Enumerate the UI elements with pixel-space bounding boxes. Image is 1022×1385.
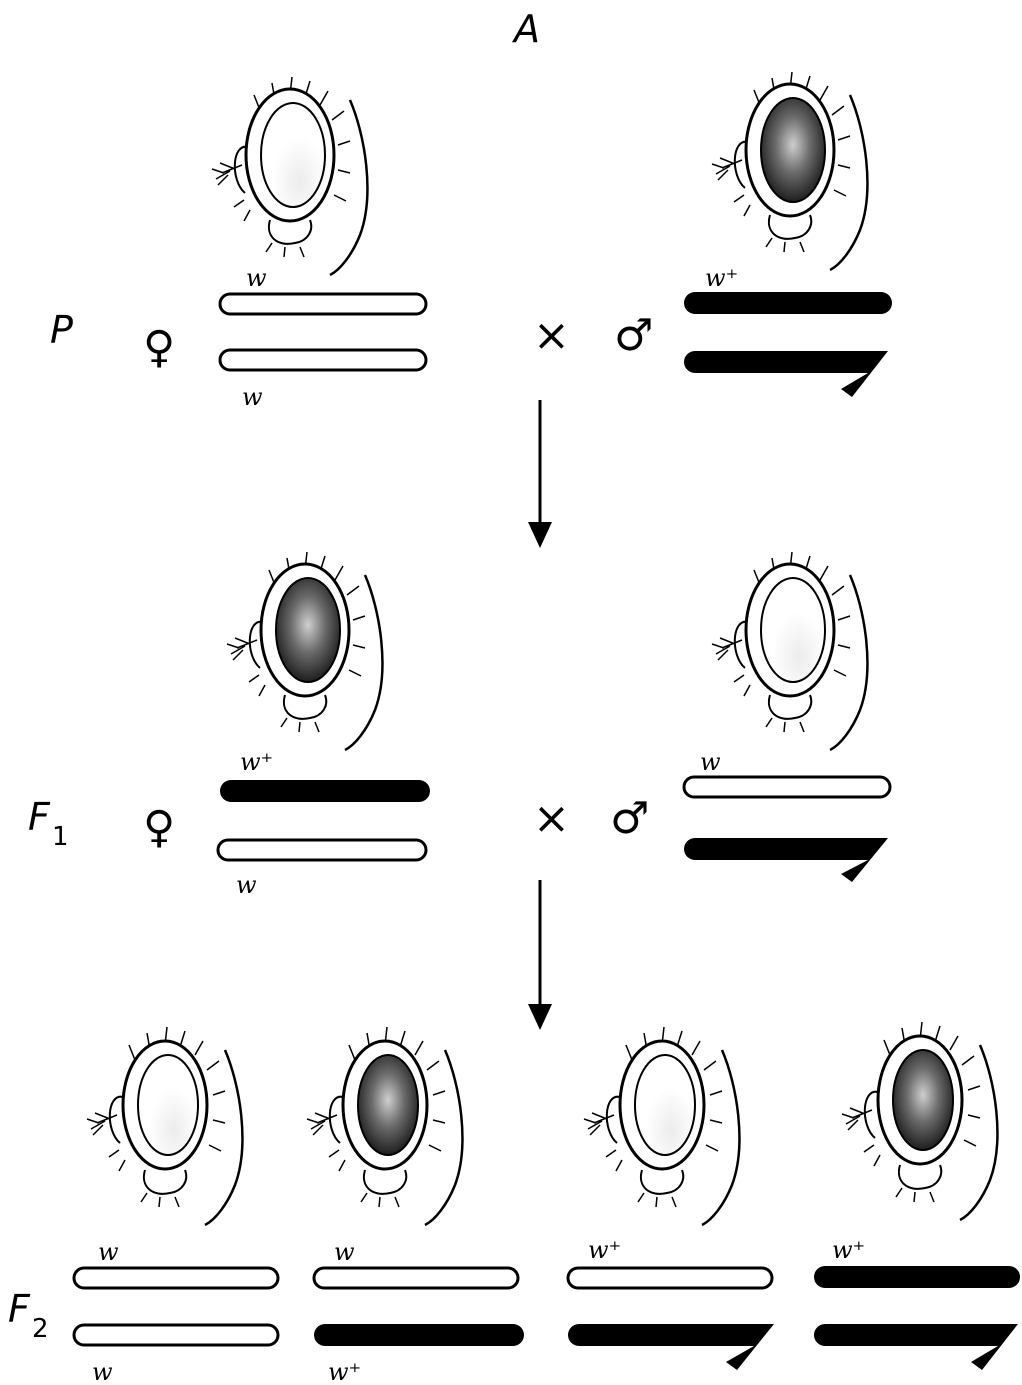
f1-male-symbol: ♂ <box>610 793 649 844</box>
f1-female-x2-allele: w <box>236 871 257 899</box>
f2-offspring-3-fly-head <box>584 1027 739 1225</box>
p-female-fly-head <box>212 77 367 275</box>
f2-offspring-4-x-chromosome <box>814 1266 1020 1288</box>
f2-offspring-3-top-allele: w⁺ <box>588 1236 621 1264</box>
f1-generation-label: F 1 <box>28 795 69 852</box>
arrow-p-to-f1 <box>528 400 552 548</box>
p-male-symbol: ♂ <box>614 310 653 361</box>
svg-text:F: F <box>28 795 51 839</box>
f2-offspring-1-x1-chromosome <box>74 1268 278 1288</box>
f1-female-symbol: ♀ <box>143 802 175 853</box>
p-female-x1-allele: w <box>246 264 267 292</box>
f2-offspring-2-bottom-allele: w⁺ <box>328 1358 361 1385</box>
f2-offspring-3-y-chromosome <box>568 1324 774 1370</box>
svg-text:2: 2 <box>32 1314 49 1344</box>
f2-offspring-4-top-allele: w⁺ <box>832 1236 865 1264</box>
f2-offspring-4-fly-head <box>842 1022 997 1220</box>
f2-offspring-1-bottom-allele: w <box>92 1358 113 1385</box>
f2-offspring-1-x2-chromosome <box>74 1325 278 1345</box>
p-generation-label: P <box>50 308 73 352</box>
f1-female-x1-chromosome <box>220 780 430 802</box>
f2-offspring-1-fly-head <box>87 1027 242 1225</box>
f1-female-x1-allele: w⁺ <box>240 748 273 776</box>
p-female-x2-allele: w <box>242 383 263 411</box>
f2-offspring-3-x-chromosome <box>568 1268 772 1288</box>
f2-offspring-4-y-chromosome <box>814 1324 1018 1370</box>
arrow-f1-to-f2 <box>528 880 552 1030</box>
f2-offspring-2-x1-chromosome <box>314 1268 518 1288</box>
p-male-x-chromosome <box>684 292 892 314</box>
p-cross-symbol: × <box>533 310 570 361</box>
f1-male-x-chromosome <box>684 777 890 797</box>
p-male-y-chromosome <box>684 351 888 397</box>
f2-offspring-1-top-allele: w <box>98 1238 119 1266</box>
p-female-symbol: ♀ <box>143 322 175 373</box>
f2-generation-label: F 2 <box>8 1287 49 1344</box>
f1-male-x-allele: w <box>700 748 721 776</box>
p-male-fly-head <box>712 72 867 270</box>
f2-offspring-2-fly-head <box>307 1027 462 1225</box>
p-male-x-allele: w⁺ <box>705 264 738 292</box>
f2-offspring-2-top-allele: w <box>334 1238 355 1266</box>
figure-label: A <box>511 7 540 51</box>
p-female-x1-chromosome <box>220 294 426 314</box>
p-female-x2-chromosome <box>220 350 426 370</box>
f2-offspring-2-x2-chromosome <box>314 1324 524 1346</box>
svg-text:F: F <box>8 1287 31 1331</box>
f1-cross-symbol: × <box>533 793 570 844</box>
f1-female-fly-head <box>227 552 382 750</box>
f1-female-x2-chromosome <box>218 840 426 860</box>
svg-text:1: 1 <box>52 822 69 852</box>
f1-male-fly-head <box>712 552 867 750</box>
f1-male-y-chromosome <box>684 838 888 882</box>
